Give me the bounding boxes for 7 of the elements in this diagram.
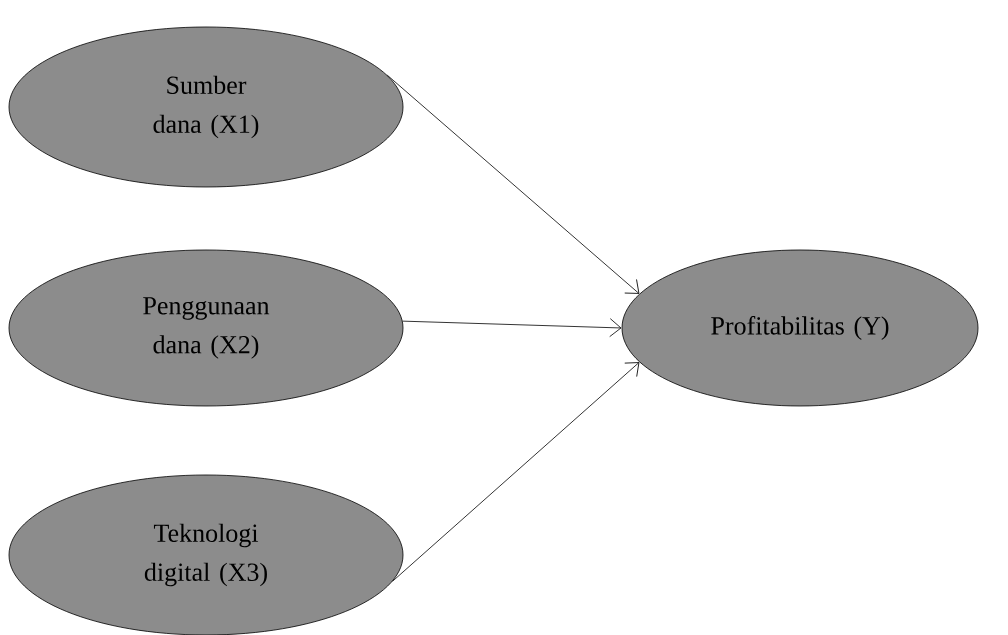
oval-node: Teknologi digital (X3) [8, 474, 404, 635]
oval-node: Penggunaan dana (X2) [8, 249, 404, 407]
arrow [402, 318, 622, 338]
oval-node: Profitabilitas (Y) [621, 249, 979, 407]
arrow [386, 74, 640, 294]
arrow [392, 362, 640, 582]
oval-node: Sumber dana (X1) [8, 26, 404, 188]
